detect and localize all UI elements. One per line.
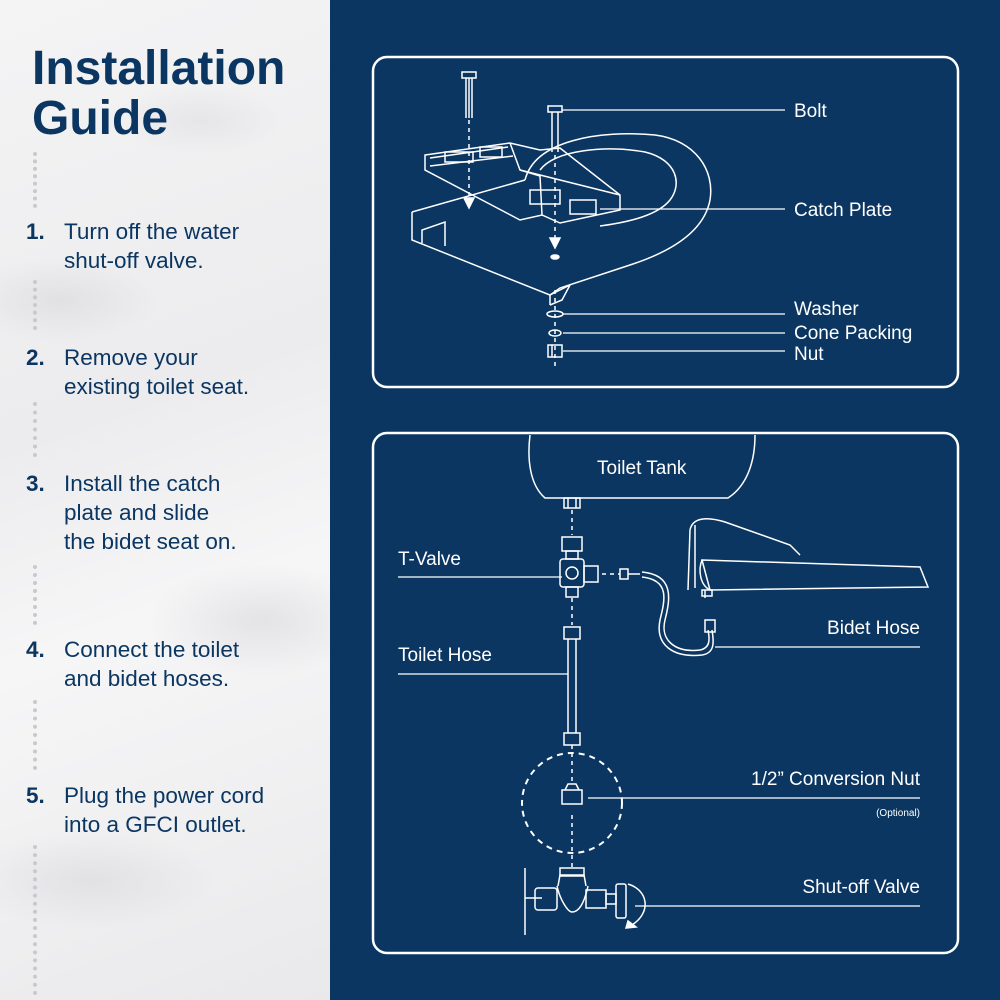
label-nut: Nut [794, 344, 824, 365]
step-line: Install the catch [64, 471, 221, 496]
step-number: 1. [26, 219, 45, 244]
step-line: Turn off the water [64, 219, 240, 244]
step-text: Install the catch plate and slide the bi… [64, 469, 326, 556]
step-line: existing toilet seat. [64, 374, 250, 399]
label-optional: (Optional) [876, 808, 920, 819]
toilet-bowl-illustration [411, 133, 712, 306]
conversion-nut-illustration [561, 783, 583, 805]
step-number: 5. [26, 783, 45, 808]
step-line: shut-off valve. [64, 248, 204, 273]
toilet-tank-illustration [528, 434, 756, 499]
step-line: and bidet hoses. [64, 666, 230, 691]
title-line-1: Installation [32, 42, 286, 95]
step-number: 2. [26, 345, 45, 370]
step-line: into a GFCI outlet. [64, 812, 247, 837]
dotted-connector [33, 280, 37, 330]
dotted-connector [33, 152, 37, 208]
bolt-illustration [461, 71, 563, 152]
hose-leader-lines [398, 576, 920, 907]
bidet-hose-illustration [619, 568, 716, 657]
step-text: Connect the toilet and bidet hoses. [64, 635, 326, 693]
optional-part-highlight [521, 752, 623, 854]
right-panel [330, 0, 1000, 1000]
left-panel: Installation Guide 1. Turn off the water… [0, 0, 330, 1000]
label-washer: Washer [794, 299, 859, 320]
step-number: 3. [26, 471, 45, 496]
label-cone-packing: Cone Packing [794, 323, 912, 344]
arrow-down-icon [462, 197, 476, 210]
label-toilet-tank: Toilet Tank [597, 458, 687, 479]
title-line-2: Guide [32, 92, 169, 145]
step-number: 4. [26, 637, 45, 662]
step-text: Plug the power cord into a GFCI outlet. [64, 781, 326, 839]
label-t-valve: T-Valve [398, 549, 461, 570]
step-line: Plug the power cord [64, 783, 265, 808]
tank-connector [563, 497, 581, 509]
step-line: Remove your [64, 345, 198, 370]
label-catch-plate: Catch Plate [794, 200, 892, 221]
label-toilet-hose: Toilet Hose [398, 645, 492, 666]
dotted-connector [33, 565, 37, 625]
dotted-connector [33, 402, 37, 457]
label-conversion-nut: 1/2” Conversion Nut [751, 769, 921, 790]
hose-diagram-frame [371, 431, 960, 955]
step-line: plate and slide [64, 500, 210, 525]
seat-leader-lines [562, 109, 785, 352]
bolt-hole [550, 254, 560, 260]
label-shutoff-valve: Shut-off Valve [802, 877, 920, 898]
dotted-connector [33, 700, 37, 770]
step-line: the bidet seat on. [64, 529, 237, 554]
connection-guides [571, 510, 620, 868]
label-bidet-hose: Bidet Hose [827, 618, 920, 639]
seat-diagram-frame [371, 55, 960, 389]
diagram-canvas: Bolt Catch Plate Washer Cone Packing Nut… [371, 55, 960, 955]
toilet-hose-illustration [563, 626, 581, 746]
step-line: Connect the toilet [64, 637, 240, 662]
dotted-connector [33, 845, 37, 995]
shutoff-valve-illustration [524, 867, 646, 935]
step-text: Turn off the water shut-off valve. [64, 217, 326, 275]
rotate-arrow-icon [624, 919, 638, 929]
arrow-down-icon [548, 237, 562, 250]
bidet-seat-illustration [687, 518, 930, 598]
page-title: Installation Guide [32, 44, 285, 144]
step-text: Remove your existing toilet seat. [64, 343, 326, 401]
label-bolt: Bolt [794, 101, 827, 122]
t-valve-illustration [559, 536, 599, 598]
